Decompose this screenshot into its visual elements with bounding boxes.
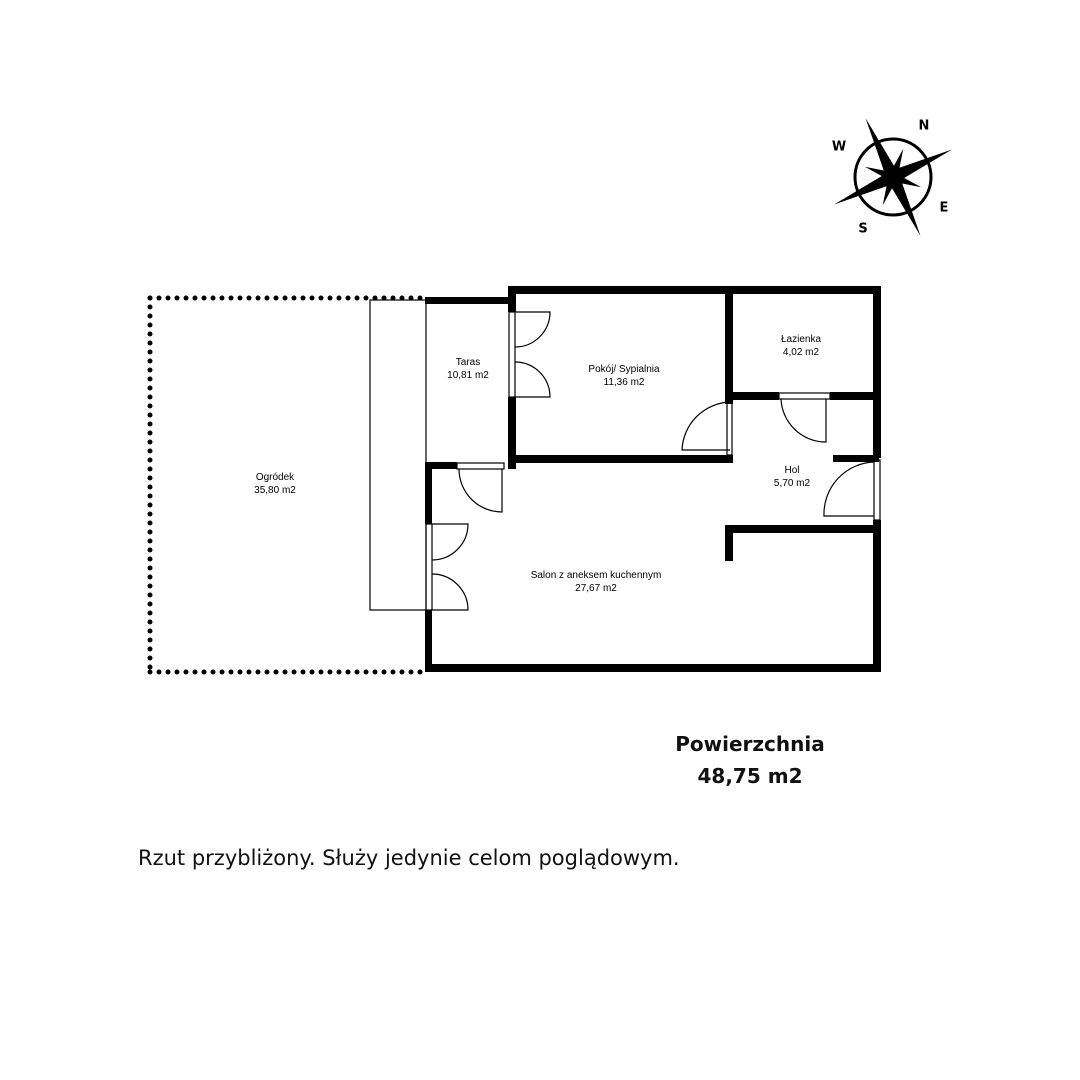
garden-outline [147,295,428,675]
living-name: Salon z aneksem kuchennym [531,570,662,581]
compass-south-label: S [858,222,867,237]
compass-rose-icon: N E S W [832,118,952,237]
garden-area: 35,80 m2 [254,485,296,496]
bathroom-area: 4,02 m2 [783,347,820,358]
hall-name: Hol [784,465,799,476]
garden-name: Ogródek [256,472,295,483]
doors [425,311,881,611]
hall-area: 5,70 m2 [774,478,811,489]
disclaimer-text: Rzut przybliżony. Służy jedynie celom po… [138,846,680,870]
terrace-strip [369,299,427,611]
compass-east-label: E [940,201,949,216]
living-area: 27,67 m2 [575,583,617,594]
terrace-name: Taras [456,357,480,368]
compass-west-label: W [832,140,846,155]
total-area-title: Powierzchnia [675,732,825,756]
compass-north-label: N [919,119,930,134]
bedroom-area: 11,36 m2 [604,377,645,388]
total-area-value: 48,75 m2 [697,764,803,788]
walls [425,286,881,672]
terrace-area: 10,81 m2 [447,370,489,381]
room-labels: Ogródek 35,80 m2 Taras 10,81 m2 Pokój/ S… [254,334,821,594]
bathroom-name: Łazienka [781,334,821,345]
bedroom-name: Pokój/ Sypialnia [588,364,660,375]
